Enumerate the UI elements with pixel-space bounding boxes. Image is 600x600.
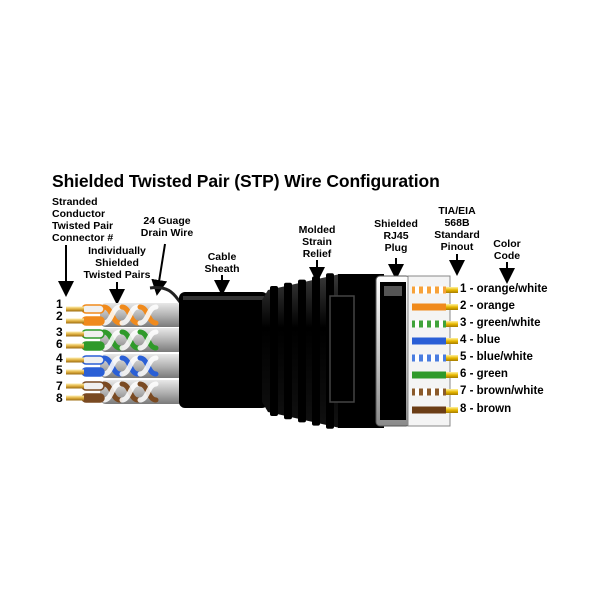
twisted-wire-white <box>101 355 123 377</box>
wire-insulation <box>81 304 105 314</box>
stranded-copper <box>66 343 84 349</box>
gold-contact <box>446 321 458 327</box>
wire-stripe <box>439 354 443 362</box>
wire-stripe <box>431 286 435 294</box>
page-title: Shielded Twisted Pair (STP) Wire Configu… <box>52 171 440 191</box>
pinout-label: 3 - green/white <box>460 317 541 329</box>
label-molded-strain-relief: Molded Strain Relief <box>298 224 336 260</box>
plug-wire <box>412 406 446 414</box>
label-tia-standard: TIA/EIA 568B Standard Pinout <box>434 205 480 253</box>
twisted-wire-white <box>119 381 141 403</box>
stranded-copper <box>66 306 84 312</box>
wire-stripe <box>423 320 427 328</box>
pinout-label: 4 - blue <box>460 334 501 346</box>
twisted-wire-white <box>101 329 123 351</box>
label-stranded-conductor: Stranded Conductor Twisted Pair Connecto… <box>52 196 114 244</box>
plug-wire <box>412 286 446 294</box>
wire-insulation <box>81 355 105 365</box>
wire-stripe <box>415 320 419 328</box>
gold-contact <box>446 287 458 293</box>
plug-wire <box>412 320 446 328</box>
gold-contact <box>446 304 458 310</box>
stranded-copper <box>66 331 84 337</box>
wire-stripe <box>423 388 427 396</box>
connector-number: 4 <box>56 351 63 365</box>
wire-stripe <box>423 354 427 362</box>
wire-stripe <box>415 354 419 362</box>
connector-number: 7 <box>56 379 63 393</box>
wire-stripe <box>431 354 435 362</box>
gold-contact <box>446 338 458 344</box>
wire-insulation <box>81 329 105 339</box>
plug-wire <box>412 303 446 311</box>
label-drain-wire: 24 Guage Drain Wire <box>140 215 194 239</box>
twisted-wire-white <box>119 329 141 351</box>
wire-insulation <box>81 393 105 403</box>
wire-stripe <box>439 320 443 328</box>
wire-stripe <box>423 286 427 294</box>
shielded-rj45-plug <box>329 274 411 428</box>
boot-rib <box>270 286 278 416</box>
boot-rib <box>312 276 320 426</box>
stranded-copper <box>66 383 84 389</box>
gold-contact <box>446 355 458 361</box>
twisted-wire-white <box>101 304 123 326</box>
plug-wire <box>412 337 446 345</box>
pinout-label: 5 - blue/white <box>460 351 533 363</box>
wire-stripe <box>431 320 435 328</box>
twisted-wire-white <box>101 381 123 403</box>
wire-stripe <box>415 388 419 396</box>
wire-stripe <box>431 388 435 396</box>
cable-sheath <box>179 292 268 408</box>
connector-number: 3 <box>56 325 63 339</box>
twisted-wire-white <box>119 304 141 326</box>
gold-contact <box>446 372 458 378</box>
twisted-wire-white <box>119 355 141 377</box>
label-color-code: Color Code <box>493 238 521 262</box>
pinout-label: 2 - orange <box>460 300 515 312</box>
stranded-copper <box>66 395 84 401</box>
wire-insulation <box>81 367 105 377</box>
pinout-label: 6 - green <box>460 368 508 380</box>
individually-shielded-pairs <box>100 303 184 404</box>
stranded-copper <box>66 357 84 363</box>
pointer-arrows <box>58 243 515 305</box>
plug-contacts <box>407 275 458 427</box>
connector-number: 5 <box>56 363 63 377</box>
twisted-wire-white <box>137 329 159 351</box>
connector-number: 8 <box>56 391 63 405</box>
stranded-copper <box>66 369 84 375</box>
drain-wire <box>149 285 182 303</box>
label-cable-sheath: Cable Sheath <box>204 251 240 275</box>
gold-contact <box>446 389 458 395</box>
pinout-label: 1 - orange/white <box>460 283 548 295</box>
plug-wire <box>412 354 446 362</box>
boot-rib <box>298 279 306 423</box>
connector-number: 2 <box>56 309 63 323</box>
label-shielded-plug: Shielded RJ45 Plug <box>374 218 418 254</box>
plug-wire <box>412 371 446 379</box>
pinout-label: 7 - brown/white <box>460 385 544 397</box>
stranded-copper <box>66 318 84 324</box>
twisted-wire-white <box>137 355 159 377</box>
wire-stripe <box>439 388 443 396</box>
label-individually-shielded: Individually Shielded Twisted Pairs <box>83 245 151 281</box>
connector-number: 1 <box>56 297 63 311</box>
wire-insulation <box>81 381 105 391</box>
twisted-wire-white <box>137 304 159 326</box>
wire-stripe <box>415 286 419 294</box>
connector-number: 6 <box>56 337 63 351</box>
twisted-wire-white <box>137 381 159 403</box>
molded-strain-relief <box>262 273 340 429</box>
plug-wire <box>412 388 446 396</box>
pinout-label: 8 - brown <box>460 403 512 415</box>
stranded-conductors <box>66 304 105 403</box>
wire-insulation <box>81 341 105 351</box>
boot-rib <box>284 282 292 420</box>
gold-contact <box>446 407 458 413</box>
wire-insulation <box>81 316 105 326</box>
wire-stripe <box>439 286 443 294</box>
